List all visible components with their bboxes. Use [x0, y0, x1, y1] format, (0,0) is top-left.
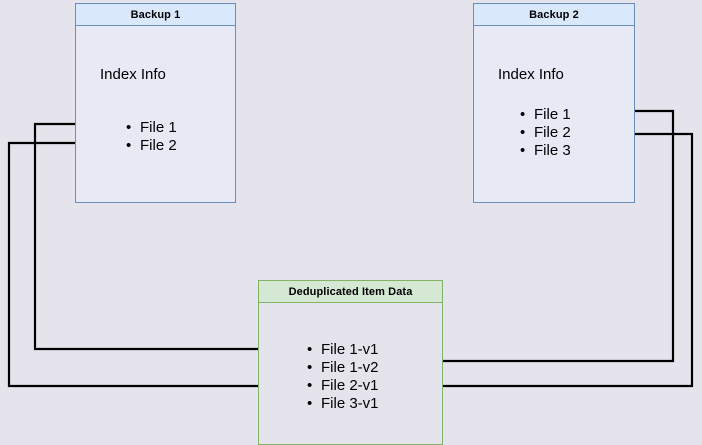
dedup-file-list: File 1-v1 File 1-v2 File 2-v1 File 3-v1: [305, 341, 379, 413]
list-item[interactable]: File 1-v2: [305, 359, 379, 377]
node-deduplicated-item-data-title: Deduplicated Item Data: [259, 281, 442, 303]
list-item[interactable]: File 3: [518, 142, 571, 160]
node-backup-2-body: Index Info File 1 File 2 File 3: [474, 26, 634, 202]
list-item[interactable]: File 2: [518, 124, 571, 142]
list-item[interactable]: File 1-v1: [305, 341, 379, 359]
list-item[interactable]: File 2: [124, 137, 177, 155]
node-backup-1-body: Index Info File 1 File 2: [76, 26, 235, 202]
backup-1-file-list: File 1 File 2: [124, 119, 177, 155]
node-backup-1[interactable]: Backup 1 Index Info File 1 File 2: [75, 3, 236, 203]
backup-2-index-info-label: Index Info: [498, 66, 564, 83]
list-item[interactable]: File 1: [124, 119, 177, 137]
node-deduplicated-item-data[interactable]: Deduplicated Item Data File 1-v1 File 1-…: [258, 280, 443, 445]
list-item[interactable]: File 2-v1: [305, 377, 379, 395]
list-item[interactable]: File 1: [518, 106, 571, 124]
node-backup-2-title: Backup 2: [474, 4, 634, 26]
node-backup-1-title: Backup 1: [76, 4, 235, 26]
node-deduplicated-item-data-body: File 1-v1 File 1-v2 File 2-v1 File 3-v1: [259, 303, 442, 444]
node-backup-2[interactable]: Backup 2 Index Info File 1 File 2 File 3: [473, 3, 635, 203]
backup-2-file-list: File 1 File 2 File 3: [518, 106, 571, 160]
backup-1-index-info-label: Index Info: [100, 66, 166, 83]
list-item[interactable]: File 3-v1: [305, 395, 379, 413]
